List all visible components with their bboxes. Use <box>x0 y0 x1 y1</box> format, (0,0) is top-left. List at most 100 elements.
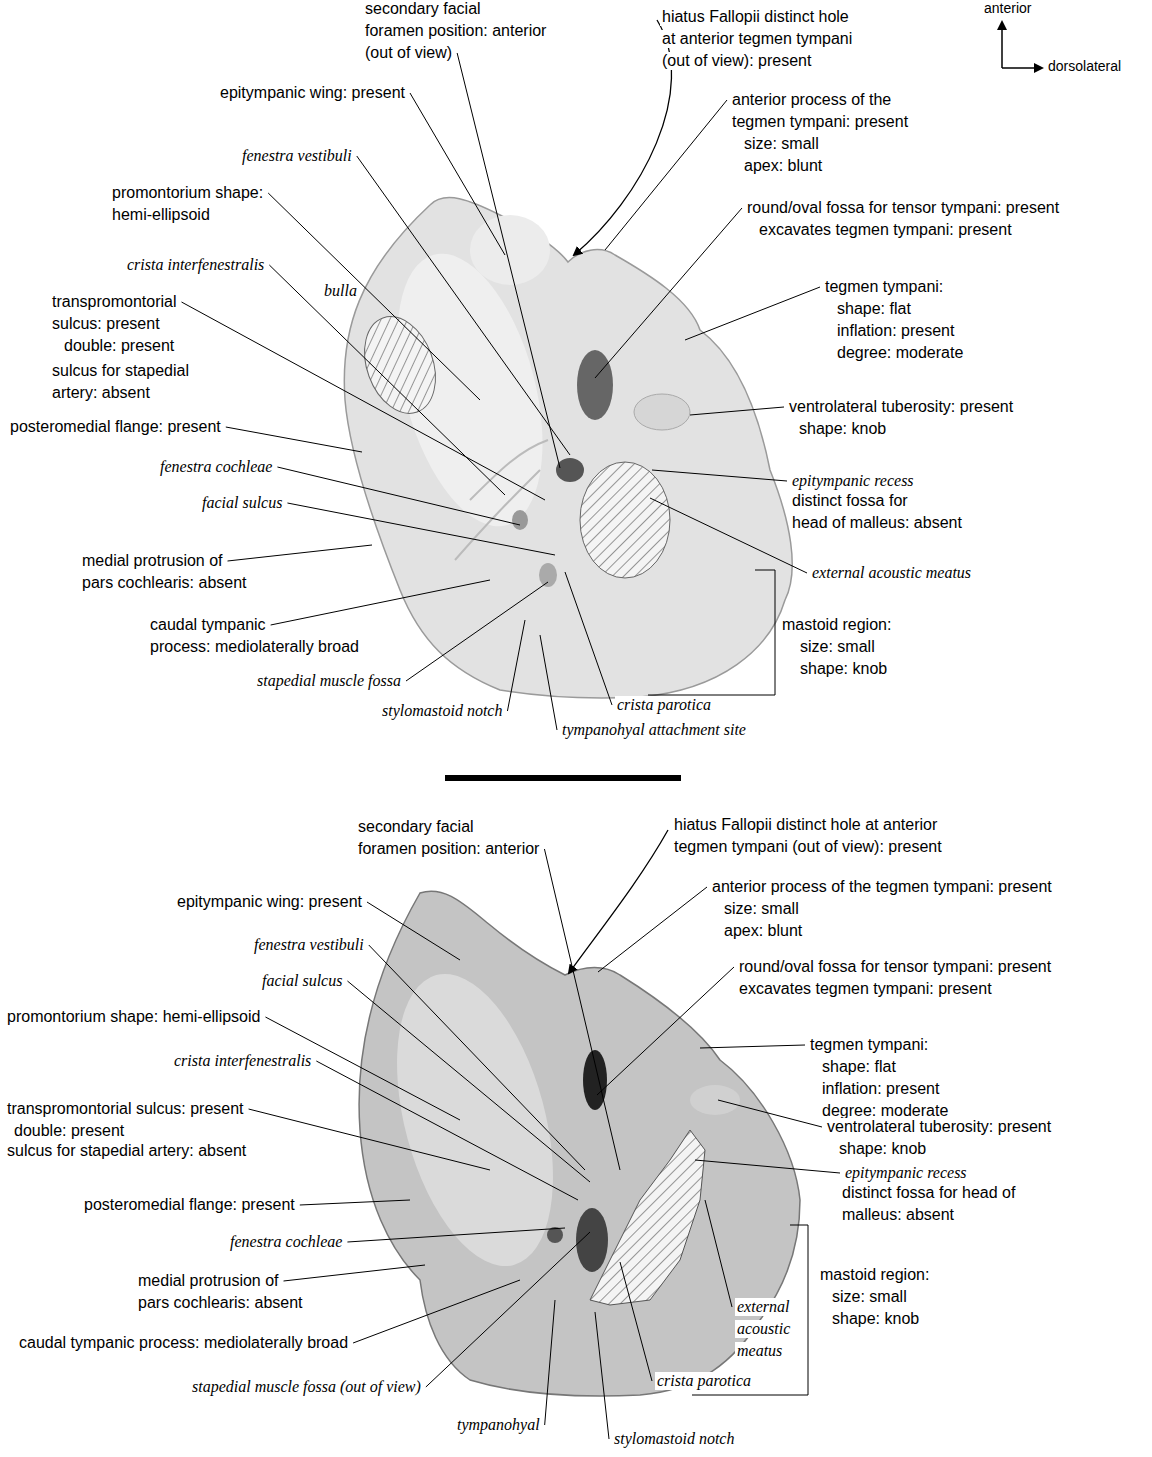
character-label: size: small <box>798 638 877 656</box>
character-label: secondary facial <box>356 818 476 836</box>
leader-line <box>357 156 570 455</box>
anatomical-term: facial sulcus <box>260 972 344 990</box>
character-label: distinct fossa for head of <box>840 1184 1017 1202</box>
leader-line <box>540 635 557 730</box>
leader-line <box>277 467 520 525</box>
anatomical-term: external acoustic meatus <box>810 564 973 582</box>
leader-line <box>316 1061 578 1200</box>
anatomical-term: meatus <box>735 1342 784 1360</box>
leader-line <box>269 265 505 495</box>
character-label: size: small <box>722 900 801 918</box>
character-label: (out of view) <box>363 44 454 62</box>
leader-line <box>249 1109 490 1170</box>
leader-line <box>271 580 490 625</box>
leader-line <box>650 498 807 573</box>
anatomical-term: tympanohyal attachment site <box>560 721 748 739</box>
leader-line <box>544 849 620 1170</box>
leader-line <box>700 1045 805 1048</box>
character-label: posteromedial flange: present <box>8 418 223 436</box>
character-label: ventrolateral tuberosity: present <box>787 398 1015 416</box>
character-label: malleus: absent <box>840 1206 956 1224</box>
anatomical-term: facial sulcus <box>200 494 284 512</box>
leader-line <box>347 1228 565 1242</box>
leader-line <box>705 1200 732 1307</box>
character-label: inflation: present <box>835 322 956 340</box>
leader-line <box>695 1160 840 1173</box>
leader-line <box>545 1300 555 1425</box>
character-label: shape: flat <box>820 1058 898 1076</box>
character-label: dorsolateral <box>1046 58 1123 74</box>
character-label: at anterior tegmen tympani <box>660 30 854 48</box>
leader-line <box>353 1280 520 1343</box>
character-label: excavates tegmen tympani: present <box>757 221 1014 239</box>
character-label: distinct fossa for <box>790 492 910 510</box>
anatomical-term: stapedial muscle fossa (out of view) <box>190 1378 423 1396</box>
character-label: tegmen tympani: present <box>730 113 910 131</box>
character-label: anterior process of the <box>730 91 893 109</box>
character-label: secondary facial <box>363 0 483 18</box>
character-label: anterior <box>982 0 1033 16</box>
character-label: foramen position: anterior <box>356 840 541 858</box>
anatomical-term: tympanohyal <box>455 1416 542 1434</box>
character-label: shape: knob <box>798 660 889 678</box>
anatomical-term: crista parotica <box>615 696 713 714</box>
character-label: caudal tympanic process: mediolaterally … <box>17 1334 350 1352</box>
anatomical-term: crista interfenestralis <box>125 256 266 274</box>
anatomical-term: fenestra vestibuli <box>252 936 366 954</box>
character-label: pars cochlearis: absent <box>80 574 249 592</box>
anatomical-term: fenestra cochleae <box>158 458 274 476</box>
character-label: double: present <box>12 1122 126 1140</box>
anatomical-term: stylomastoid notch <box>380 702 504 720</box>
leader-line <box>595 208 742 378</box>
character-label: ventrolateral tuberosity: present <box>825 1118 1053 1136</box>
anatomical-term: fenestra vestibuli <box>240 147 354 165</box>
anatomical-term: epitympanic recess <box>843 1164 969 1182</box>
character-label: shape: knob <box>837 1140 928 1158</box>
leader-line <box>605 100 727 250</box>
character-label: epitympanic wing: present <box>218 84 407 102</box>
character-label: pars cochlearis: absent <box>136 1294 305 1312</box>
character-label: hiatus Fallopii distinct hole <box>660 8 851 26</box>
character-label: shape: flat <box>835 300 913 318</box>
character-label: caudal tympanic <box>148 616 268 634</box>
character-label: mastoid region: <box>818 1266 931 1284</box>
leader-line <box>287 503 555 555</box>
character-label: epitympanic wing: present <box>175 893 364 911</box>
leader-line <box>718 1100 822 1127</box>
character-label: excavates tegmen tympani: present <box>737 980 994 998</box>
character-label: tegmen tympani: <box>823 278 945 296</box>
character-label: inflation: present <box>820 1080 941 1098</box>
leader-line <box>595 1312 609 1439</box>
character-label: promontorium shape: hemi-ellipsoid <box>5 1008 262 1026</box>
leader-line <box>410 93 505 255</box>
character-label: size: small <box>742 135 821 153</box>
leader-line <box>268 193 480 400</box>
character-label: tegmen tympani: <box>808 1036 930 1054</box>
character-label: shape: knob <box>797 420 888 438</box>
character-label: degree: moderate <box>835 344 965 362</box>
character-label: process: mediolaterally broad <box>148 638 361 656</box>
character-label: apex: blunt <box>742 157 824 175</box>
character-label: head of malleus: absent <box>790 514 964 532</box>
anatomical-term: acoustic <box>735 1320 792 1338</box>
leader-line <box>284 1265 425 1281</box>
leader-line <box>369 945 585 1170</box>
leader-line <box>507 620 525 711</box>
character-label: hemi-ellipsoid <box>110 206 212 224</box>
anatomical-term: stapedial muscle fossa <box>255 672 403 690</box>
leader-line <box>598 887 707 972</box>
leader-line <box>226 427 362 452</box>
character-label: shape: knob <box>830 1310 921 1328</box>
character-label: sulcus for stapedial <box>50 362 191 380</box>
leader-line <box>620 1262 652 1381</box>
anatomical-term: stylomastoid notch <box>612 1430 736 1448</box>
character-label: sulcus: present <box>50 315 162 333</box>
character-label: anterior process of the tegmen tympani: … <box>710 878 1054 896</box>
character-label: sulcus for stapedial artery: absent <box>5 1142 248 1160</box>
character-label: artery: absent <box>50 384 152 402</box>
leader-line <box>685 287 820 340</box>
leader-line <box>347 981 590 1182</box>
leader-line <box>690 407 784 415</box>
character-label: promontorium shape: <box>110 184 265 202</box>
leader-line <box>565 572 612 705</box>
